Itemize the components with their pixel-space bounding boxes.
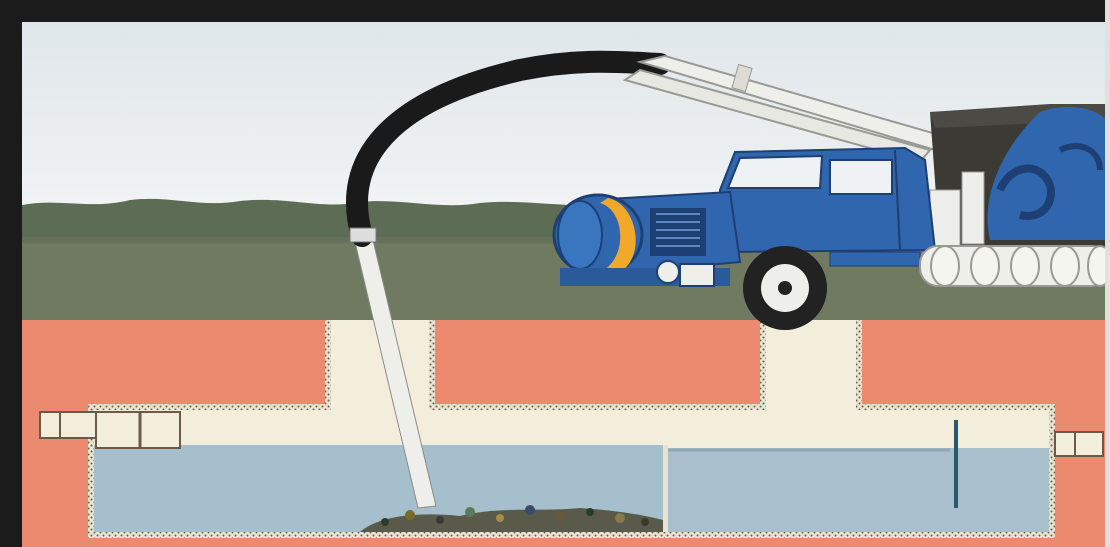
cab-window-side [830, 160, 892, 194]
truck-grille [650, 208, 706, 256]
tree-line [22, 199, 600, 240]
headlamp [657, 261, 679, 283]
partition-wall [663, 445, 668, 532]
cab-window-front [728, 156, 822, 188]
frame-right [1105, 0, 1110, 547]
baffle [954, 420, 958, 508]
headlamp-box [680, 264, 714, 286]
liquid-right [668, 448, 1049, 532]
outlet-pipe [1055, 432, 1103, 456]
coiled-hose [920, 246, 1110, 286]
hose-coupling [350, 228, 376, 242]
